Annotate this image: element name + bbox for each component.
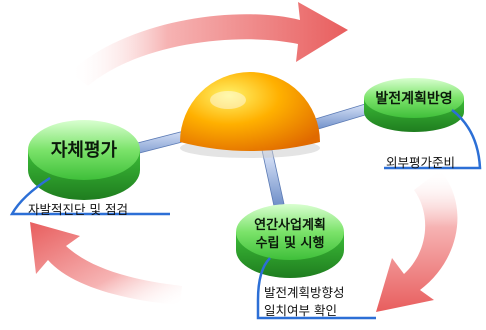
node-dev-plan-label: 발전계획반영 bbox=[375, 91, 453, 107]
node-self-eval-disc bbox=[28, 120, 140, 200]
cycle-arrow-top bbox=[70, 2, 348, 86]
node-dev-plan-disc bbox=[364, 78, 464, 132]
cycle-arrow-right bbox=[376, 170, 458, 312]
node-annual-plan-label-line2: 수립 및 시행 bbox=[255, 236, 325, 251]
callout-line-direction-check bbox=[256, 257, 376, 320]
central-sphere bbox=[180, 72, 320, 158]
callout-external-prep: 외부평가준비 bbox=[386, 155, 456, 170]
cycle-arrow-left bbox=[30, 222, 182, 305]
node-annual-plan-label-line1: 연간사업계획 bbox=[254, 218, 326, 233]
callout-self-diagnosis: 자발적진단 및 점검 bbox=[28, 202, 128, 217]
connector-bottom bbox=[261, 149, 285, 207]
callout-direction-check-line1: 발전계획방향성 bbox=[264, 285, 345, 300]
node-self-eval-label: 자체평가 bbox=[50, 140, 118, 161]
callout-line-self-diagnosis bbox=[9, 176, 170, 216]
callout-direction-check-line2: 일치여부 확인 bbox=[264, 303, 337, 318]
callout-line-external-prep bbox=[384, 109, 482, 170]
